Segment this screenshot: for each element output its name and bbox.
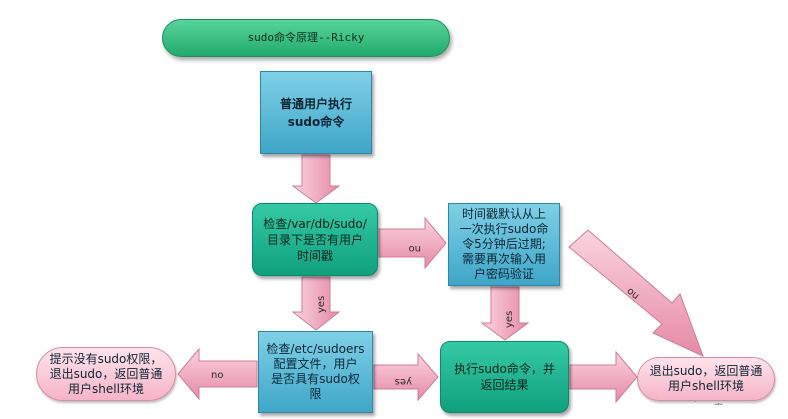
arrow-start-to-check-dir — [291, 154, 341, 204]
arrow-timeout-to-exit — [568, 229, 704, 357]
node-check-dir-line: 目录下是否有用户 — [266, 232, 363, 247]
node-exit-line: 退出sudo，返回普通 — [649, 364, 763, 378]
node-no-permission-line: 退出sudo，返回普通 — [49, 366, 163, 381]
node-check-dir-line: 检查/var/db/sudo/ — [263, 216, 367, 231]
label-yes-to-execute: yes — [395, 376, 412, 387]
arrow-sudoers-to-execute — [373, 352, 439, 402]
node-check-sudoers-line: 配置文件，用户 — [273, 357, 358, 371]
node-timeout-line: 时间戳默认从上 — [461, 207, 546, 221]
label-yes-from-timeout: yes — [504, 311, 515, 328]
node-timeout-line: 需要再次输入用 — [461, 252, 546, 266]
node-no-permission-line: 用户shell环境 — [68, 381, 144, 396]
node-check-dir: 检查/var/db/sudo/ 目录下是否有用户 时间戳 — [252, 203, 378, 276]
arrow-check-dir-to-timeout — [378, 216, 447, 270]
arrow-sudoers-to-no-permission — [177, 347, 258, 401]
node-exit-line: 用户shell环境 — [668, 379, 744, 393]
label-no-permission: no — [211, 370, 223, 381]
diagram-title-text: sudo命令原理--Ricky — [247, 31, 365, 44]
node-check-sudoers: 检查/etc/sudoers 配置文件，用户 是否具有sudo权 限 — [258, 331, 373, 413]
node-timeout-line: 令5分钟后过期; — [462, 237, 546, 251]
label-no-to-timeout: no — [409, 243, 421, 254]
arrow-execute-to-exit — [569, 350, 638, 404]
node-check-sudoers-line: 检查/etc/sudoers — [266, 342, 365, 356]
node-exit: 退出sudo，返回普通 用户shell环境 — [637, 357, 775, 401]
diagram-title: sudo命令原理--Ricky — [162, 19, 450, 57]
node-execute-line: 执行sudo命令，并 — [454, 362, 555, 376]
arrow-check-dir-to-sudoers — [291, 276, 341, 331]
node-timeout-line: 一次执行sudo命 — [459, 222, 549, 236]
corner-mark-1: ᄀ — [688, 398, 697, 409]
node-execute: 执行sudo命令，并 返回结果 — [440, 341, 569, 413]
node-check-sudoers-line: 限 — [309, 387, 322, 401]
node-start-line: 普通用户执行 — [279, 96, 352, 111]
node-execute-line: 返回结果 — [480, 378, 529, 392]
node-check-dir-line: 时间戳 — [296, 248, 333, 263]
node-no-permission-line: 提示没有sudo权限， — [49, 351, 163, 366]
node-start-line: sudo命令 — [287, 114, 345, 129]
node-start: 普通用户执行 sudo命令 — [260, 71, 372, 154]
node-no-permission: 提示没有sudo权限， 退出sudo，返回普通 用户shell环境 — [36, 347, 176, 401]
node-timeout: 时间戳默认从上 一次执行sudo命 令5分钟后过期; 需要再次输入用 户密码验证 — [448, 203, 560, 286]
arrow-timeout-to-execute — [480, 286, 530, 341]
node-timeout-line: 户密码验证 — [473, 267, 534, 281]
node-check-sudoers-line: 是否具有sudo权 — [271, 372, 360, 386]
label-yes-to-sudoers: yes — [316, 296, 327, 313]
corner-mark-2: ᅩ — [714, 400, 723, 411]
